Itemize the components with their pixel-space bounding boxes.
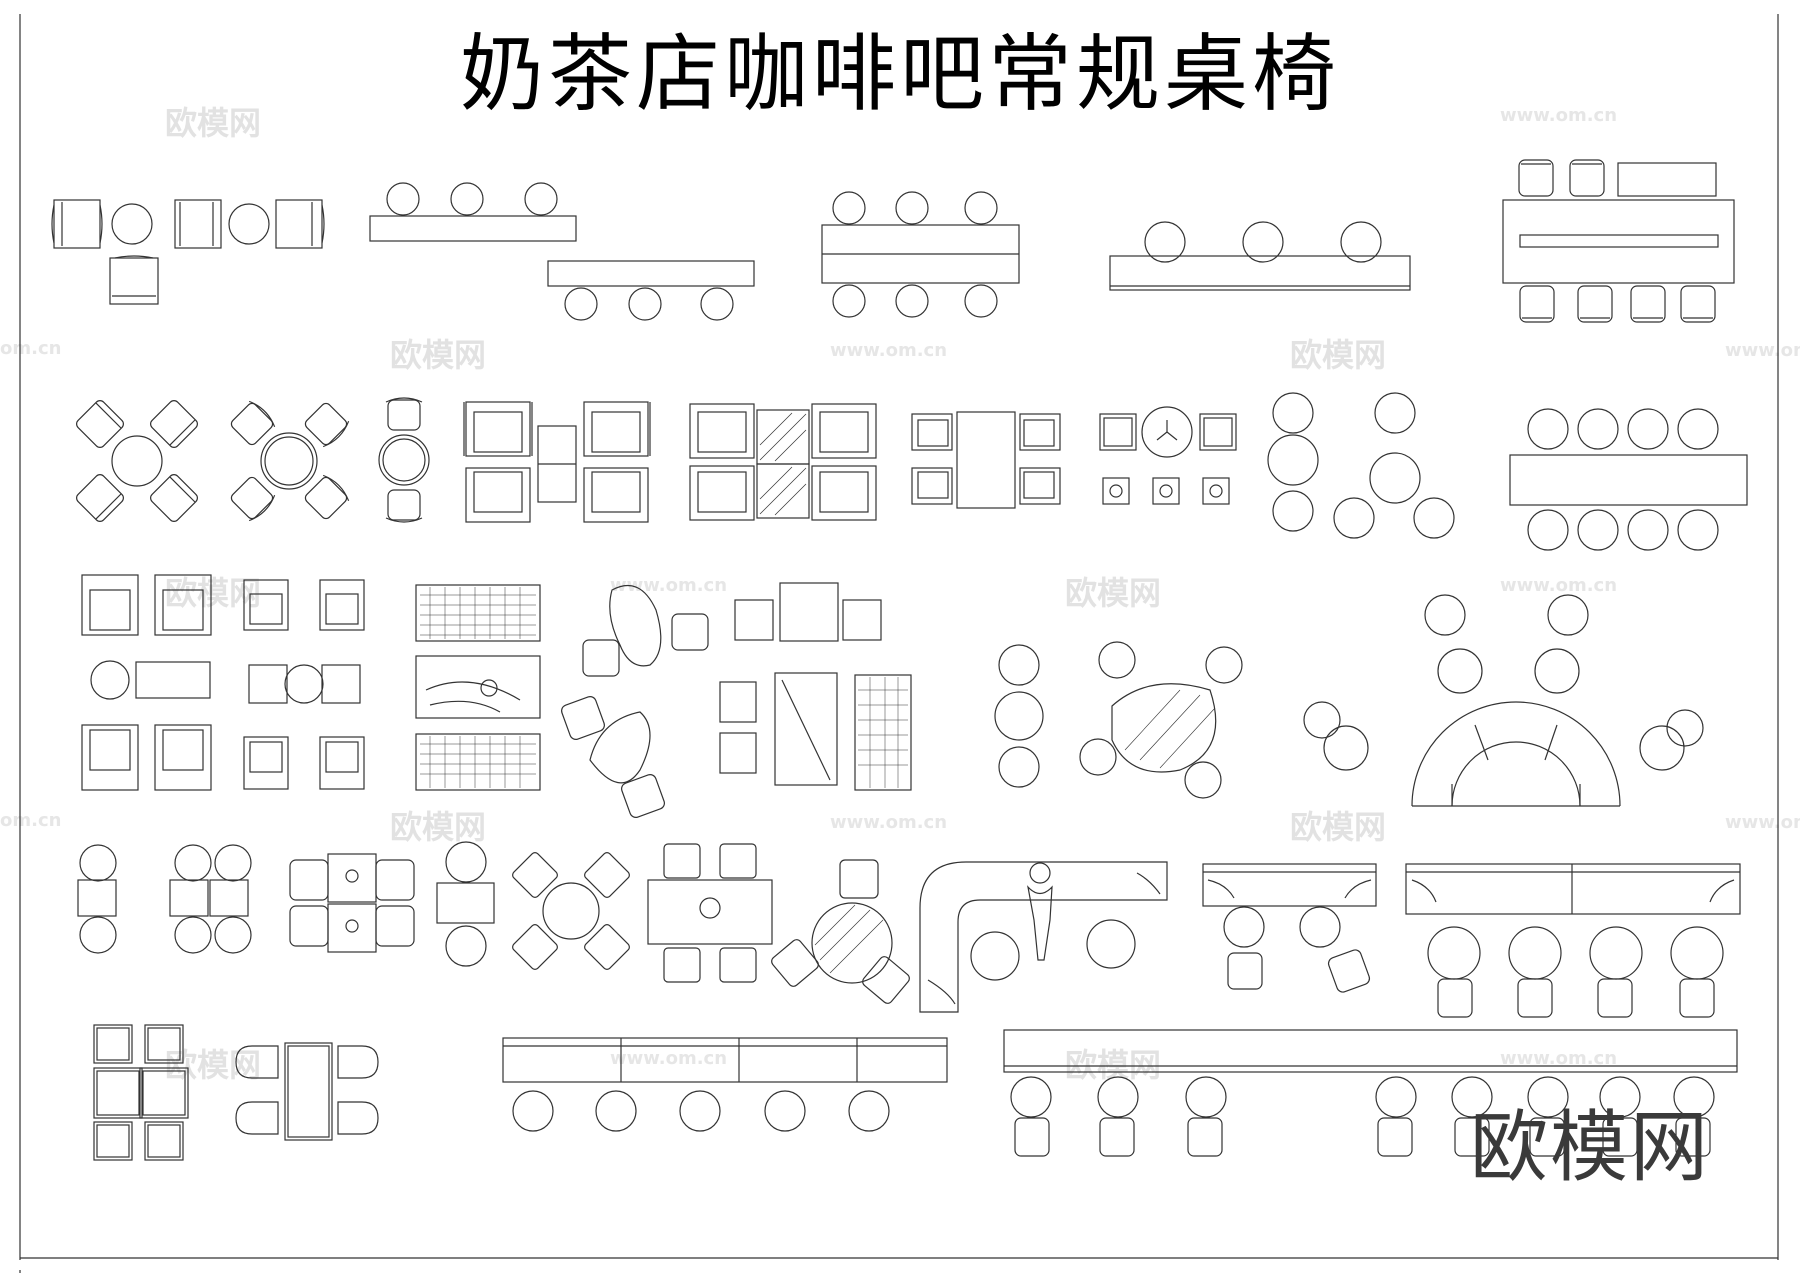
l-shaped-sofa-with-person xyxy=(919,861,1168,1013)
service-counter-with-chairs xyxy=(1502,159,1735,323)
dotted-stool-round-tables xyxy=(1267,392,1455,539)
round-table-with-stools xyxy=(1099,406,1237,505)
double-sided-bar-table xyxy=(821,191,1020,318)
watermark-logo-text: 欧模网 xyxy=(1470,1103,1711,1193)
patterned-carpet-tables xyxy=(415,584,541,791)
rectangular-table-four-chairs xyxy=(911,411,1061,509)
four-chair-round-table-a xyxy=(76,400,198,522)
square-table-two-stools xyxy=(77,844,117,954)
box-tables-with-chairs xyxy=(289,853,415,953)
four-square-tables-with-stools xyxy=(169,844,252,954)
four-chair-round-table-c xyxy=(512,852,630,970)
dotted-chair-rect-tables xyxy=(719,582,912,791)
four-chair-round-table-b xyxy=(230,400,350,522)
three-chair-round-column xyxy=(994,644,1044,788)
bar-counter-with-stools xyxy=(369,182,755,321)
lounge-chair-round-table-set xyxy=(51,199,325,305)
two-chair-round-table xyxy=(378,397,430,523)
semicircle-sofa-booth xyxy=(1303,594,1704,807)
hatched-round-table-three-chairs xyxy=(771,859,910,1004)
square-table-two-round-chairs xyxy=(436,841,495,967)
drawing-title: 奶茶店咖啡吧常规桌椅 xyxy=(459,25,1340,123)
sheet-border xyxy=(19,14,1779,1273)
organic-shaped-tables-with-stools xyxy=(561,585,709,818)
armchair-square-table-set-a xyxy=(463,401,651,523)
armchair-hatched-table-set xyxy=(689,403,877,521)
bench-with-stools-and-chairs xyxy=(1202,863,1377,993)
long-bar-counter-stools xyxy=(1003,1029,1738,1157)
window-bar-with-stools xyxy=(1109,221,1411,291)
long-bench-bar-stools xyxy=(1405,863,1741,1018)
long-table-dotted-stools xyxy=(1509,408,1748,551)
square-seat-cluster xyxy=(93,1024,189,1161)
segmented-bar-five-stools xyxy=(502,1037,948,1132)
small-armchair-set xyxy=(243,579,365,790)
hatched-round-table-four-chairs xyxy=(1079,641,1243,799)
rect-table-four-curved-chairs xyxy=(235,1042,379,1141)
dotted-rect-table-six-chairs xyxy=(647,843,773,983)
armchair-square-table-set-b xyxy=(81,574,212,791)
